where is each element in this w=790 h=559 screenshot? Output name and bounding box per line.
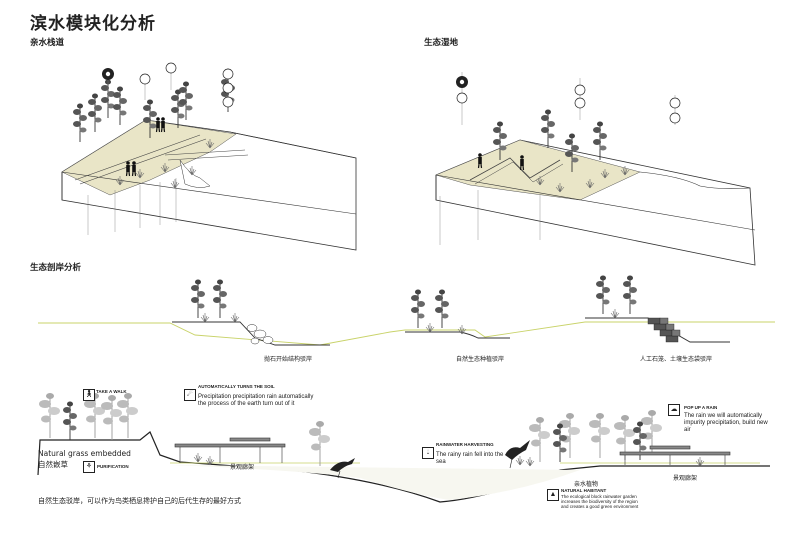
popup-title: POP UP A RAIN: [684, 405, 718, 410]
wetland-block: [435, 72, 756, 266]
habitat-text: The ecological block rainwater garden in…: [561, 494, 639, 509]
popup-text: The rain we will automatically impurity …: [684, 413, 768, 433]
section-title-wetland: 生态湿地: [424, 38, 459, 48]
boardwalk-block: [61, 62, 357, 251]
revetment-profiles: [38, 275, 775, 346]
revetment-label-gabion: 人工石笼、土壤生态袋驳岸: [640, 356, 713, 363]
section-title-revetment: 生态剖岸分析: [30, 263, 82, 273]
revetment-label-rock: 抛石开始结构驳岸: [264, 356, 313, 363]
turns-text: Precipitation precipitation rain automat…: [198, 394, 314, 407]
large-section: [37, 392, 770, 503]
corridor-label-right: 景观廊架: [673, 475, 698, 482]
raindrop-icon: 💧︎: [422, 447, 434, 459]
purification-title: PURIFICATION: [97, 464, 129, 469]
grass-label-cn: 自然嵌草: [38, 460, 68, 469]
rain-cloud-icon: ☁: [668, 404, 680, 416]
rain-title: RAINWATER HARVESTING: [436, 442, 494, 447]
turns-title: AUTOMATICALLY TURNS THE SOIL: [198, 384, 275, 389]
revetment-label-planting: 自然生态种植驳岸: [456, 356, 505, 363]
mountain-icon: ▲: [547, 489, 559, 501]
soil-turn-icon: ☄: [184, 389, 196, 401]
corridor-label-left: 景观廊架: [230, 464, 255, 471]
plants-label: 亲水植物: [574, 481, 599, 488]
section-title-boardwalk: 亲水栈道: [30, 38, 65, 48]
page-title: 滨水模块化分析: [30, 14, 156, 34]
purification-icon: ⚘: [83, 461, 95, 473]
walking-person-icon: 🚶︎: [83, 389, 95, 401]
grass-label-en: Natural grass embedded: [38, 449, 131, 458]
summary-text: 自然生态驳岸，可以作为鸟类栖息搀护自己的后代生存的最好方式: [38, 497, 241, 505]
walk-title: TAKE A WALK: [96, 389, 127, 394]
habitat-title: NATURAL HABITANT: [561, 488, 607, 493]
rain-text: The rainy rain fell into the sea: [436, 452, 504, 465]
